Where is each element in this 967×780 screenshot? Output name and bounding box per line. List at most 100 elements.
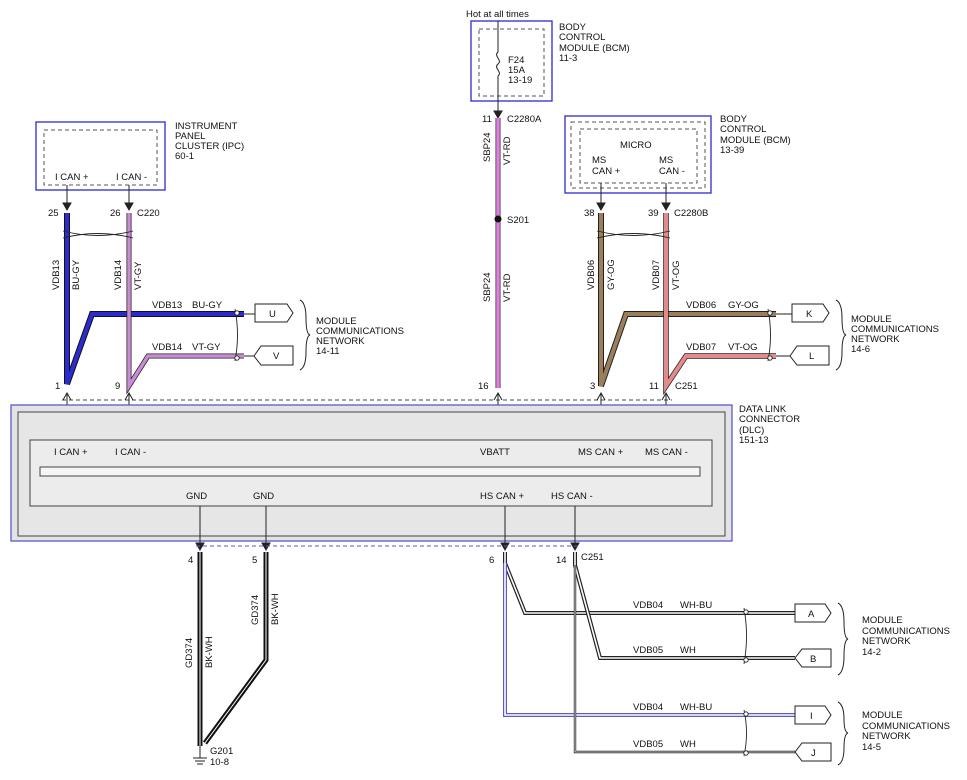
wire-vdb13 [64, 213, 244, 386]
flag-k-label: K [806, 309, 813, 320]
network-14-11-line1: MODULE [316, 316, 357, 327]
ipc-title-line3: CLUSTER (IPC) [175, 141, 244, 152]
ipc-title-line4: 60-1 [175, 151, 194, 162]
fuse-line3: 13-19 [508, 75, 532, 86]
fuse-line1: F24 [508, 55, 524, 66]
sbp24-upper-circuit: SBP24 [482, 132, 493, 162]
pin-ipc-26: 26 [110, 208, 121, 219]
fuse-symbol [496, 21, 500, 101]
flag-k[interactable]: K [776, 303, 830, 323]
sbp24-lower-circuit: SBP24 [482, 272, 493, 302]
pin-bcm-38: 38 [584, 208, 595, 219]
wire-gd374 [197, 552, 269, 746]
ms-can-plus-line2: CAN + [592, 166, 621, 177]
twisted-pair-markers [62, 230, 773, 362]
vdb13-vertical-circuit: VDB13 [51, 260, 62, 290]
dlc-pin-hs-can-plus: HS CAN + [480, 491, 525, 502]
dlc-pin-ms-can-minus: MS CAN - [645, 447, 688, 458]
network-14-6-line2: COMMUNICATIONS [851, 324, 939, 335]
splice-s201-dot [494, 215, 502, 223]
network-14-2-line1: MODULE [862, 615, 903, 626]
network-14-11-line4: 14-11 [316, 346, 340, 357]
ipc-module: INSTRUMENT PANEL CLUSTER (IPC) 60-1 I CA… [35, 121, 244, 191]
gd374-left-color: BK-WH [204, 636, 215, 668]
pin-dlc-9: 9 [115, 381, 120, 392]
connector-c251-top: C251 [675, 381, 698, 392]
network-14-6-line3: NETWORK [851, 334, 900, 345]
micro-label: MICRO [620, 140, 652, 151]
wire-vdb05-hs-can-minus [573, 552, 795, 754]
gd374-right-circuit: GD374 [250, 595, 261, 625]
network-14-5-line2: COMMUNICATIONS [862, 721, 950, 732]
vdb04-lower-circuit: VDB04 [633, 702, 663, 713]
ipc-pin-plus-label: I CAN + [55, 172, 89, 183]
network-bracket-14-2 [837, 602, 849, 676]
fuse-line2: 15A [508, 65, 526, 76]
bcm-top-title-line1: BODY [559, 22, 587, 33]
vdb07-vertical-color: VT-OG [671, 260, 682, 290]
vdb05-lower-circuit: VDB05 [633, 739, 663, 750]
bcm-right-title-line1: BODY [720, 114, 748, 125]
dlc-pin-hs-can-minus: HS CAN - [551, 491, 593, 502]
vdb06-vertical-circuit: VDB06 [586, 260, 597, 290]
ms-can-minus-line1: MS [659, 155, 673, 166]
network-bracket-14-6 [835, 299, 847, 371]
vdb04-lower-color: WH-BU [680, 702, 712, 713]
dlc-pin-i-can-minus: I CAN - [115, 447, 146, 458]
network-14-2-line2: COMMUNICATIONS [862, 626, 950, 637]
flag-v[interactable]: V [244, 345, 294, 366]
pin-bcm-11: 11 [482, 114, 492, 125]
pin-dlc-3: 3 [590, 381, 595, 392]
ground-g201-line1: G201 [210, 746, 233, 757]
bcm-right-title-line4: 13-39 [720, 145, 744, 156]
vdb14-vertical-color: VT-GY [133, 261, 144, 290]
ipc-title-line1: INSTRUMENT [175, 121, 237, 132]
flag-u[interactable]: U [244, 303, 294, 323]
vdb05-upper-circuit: VDB05 [633, 645, 663, 656]
vdb06-horizontal-circuit: VDB06 [686, 300, 716, 311]
pin-dlc-1: 1 [55, 381, 60, 392]
ms-can-minus-line2: CAN - [659, 166, 685, 177]
bcm-top-title-line4: 11-3 [559, 53, 577, 64]
bcm-right-title-line3: MODULE (BCM) [720, 135, 791, 146]
pin-dlc-5: 5 [252, 555, 257, 566]
twisted-pair-markers-hs [743, 607, 749, 757]
dlc-title-line3: (DLC) [739, 425, 764, 436]
bcm-top-title-line3: MODULE (BCM) [559, 43, 630, 54]
connector-c2280b: C2280B [674, 208, 708, 219]
vdb14-vertical-circuit: VDB14 [113, 260, 124, 290]
flag-j-label: J [811, 748, 816, 759]
gd374-left-circuit: GD374 [184, 638, 195, 668]
flag-j[interactable]: J [794, 742, 832, 762]
vdb06-vertical-color: GY-OG [606, 259, 617, 290]
pin-ipc-25: 25 [48, 208, 59, 219]
network-14-11-line3: NETWORK [316, 336, 365, 347]
vdb04-upper-color: WH-BU [680, 600, 712, 611]
network-14-2-line4: 14-2 [862, 647, 881, 658]
vdb05-upper-color: WH [680, 645, 696, 656]
flag-l[interactable]: L [776, 345, 830, 366]
pin-bcm-39: 39 [648, 208, 659, 219]
bcm-top-title-line2: CONTROL [559, 32, 605, 43]
ms-can-plus-line1: MS [592, 155, 606, 166]
sbp24-lower-color: VT-RD [502, 273, 513, 302]
connector-c251-bottom: C251 [581, 552, 604, 563]
dlc-title-line4: 151-13 [739, 435, 769, 446]
network-14-11-line2: COMMUNICATIONS [316, 326, 404, 337]
pin-dlc-11: 11 [649, 381, 659, 392]
flag-v-label: V [273, 351, 280, 362]
dlc-title-line1: DATA LINK [739, 404, 787, 415]
network-14-5-line4: 14-5 [862, 742, 881, 753]
module-pin-stubs [62, 101, 671, 212]
flag-i[interactable]: I [794, 705, 832, 725]
flag-b[interactable]: B [794, 648, 832, 668]
vdb07-horizontal-color: VT-OG [728, 342, 758, 353]
vdb04-upper-circuit: VDB04 [633, 600, 663, 611]
connector-c220: C220 [137, 208, 160, 219]
vdb14-horizontal-circuit: VDB14 [152, 342, 182, 353]
dlc-module: DATA LINK CONNECTOR (DLC) 151-13 I CAN +… [10, 404, 800, 542]
dlc-pin-vbatt: VBATT [480, 447, 510, 458]
flag-a[interactable]: A [794, 603, 832, 623]
dlc-pin-i-can-plus: I CAN + [54, 447, 88, 458]
